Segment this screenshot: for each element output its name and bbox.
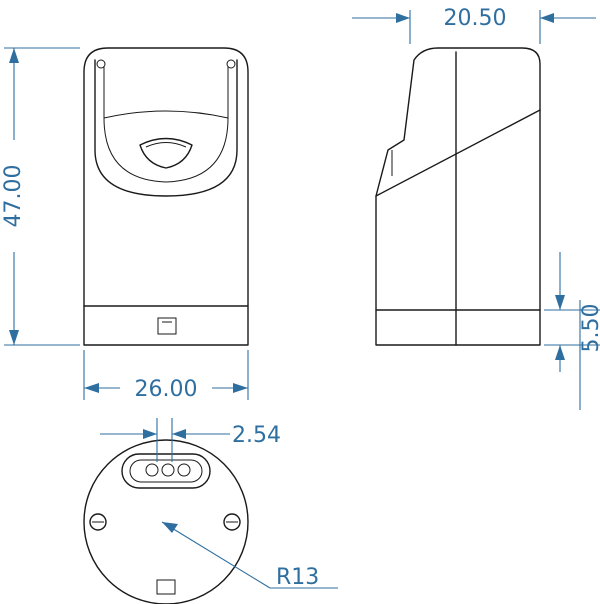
arrow-head [555, 345, 565, 360]
bottom-circle [83, 439, 249, 604]
arrow-head [9, 330, 19, 345]
arrow-head [143, 429, 157, 439]
front-recess [94, 59, 238, 197]
arrow-head [84, 383, 99, 393]
front-button [139, 137, 193, 169]
arrow-head [233, 383, 248, 393]
dim-base-height-label: 5.50 [579, 304, 600, 353]
arrow-head [396, 13, 410, 23]
arrow-head [162, 522, 178, 533]
dim-base-height: 5.50 [544, 252, 600, 410]
front-recess-inner [103, 66, 229, 119]
bottom-port [156, 579, 176, 595]
dim-radius: R13 [161, 521, 338, 590]
screw-right [223, 513, 241, 531]
connector-housing [121, 453, 211, 489]
pin-3 [177, 463, 191, 477]
front-port [157, 317, 177, 335]
screw-left [89, 513, 107, 531]
side-diagonal-line [375, 109, 541, 197]
dim-radius-label: R13 [276, 565, 319, 590]
side-view [375, 47, 541, 346]
front-recess-lip [103, 117, 229, 183]
side-body-outline [375, 47, 541, 346]
pin-1 [145, 463, 159, 477]
dim-pin-pitch-label: 2.54 [232, 423, 281, 448]
pin-2 [161, 463, 175, 477]
front-corner-right [226, 59, 236, 69]
arrow-head [540, 13, 554, 23]
dim-top-width: 20.50 [352, 6, 596, 44]
arrow-head [172, 429, 186, 439]
radius-leader [161, 521, 271, 589]
bottom-view [83, 439, 249, 604]
front-view [83, 47, 249, 346]
dim-base-width: 26.00 [83, 350, 249, 402]
dim-height: 47.00 [1, 47, 80, 346]
dim-top-width-label: 20.50 [444, 6, 507, 31]
arrow-head [9, 48, 19, 63]
dim-height-label: 47.00 [1, 165, 26, 228]
arrow-head [555, 295, 565, 310]
front-corner-left [96, 59, 106, 69]
front-button-shine [145, 142, 187, 148]
dim-pin-pitch: 2.54 [100, 418, 281, 462]
connector-inner [129, 459, 203, 483]
dim-base-width-label: 26.00 [135, 377, 198, 402]
front-body-outline [83, 47, 249, 346]
